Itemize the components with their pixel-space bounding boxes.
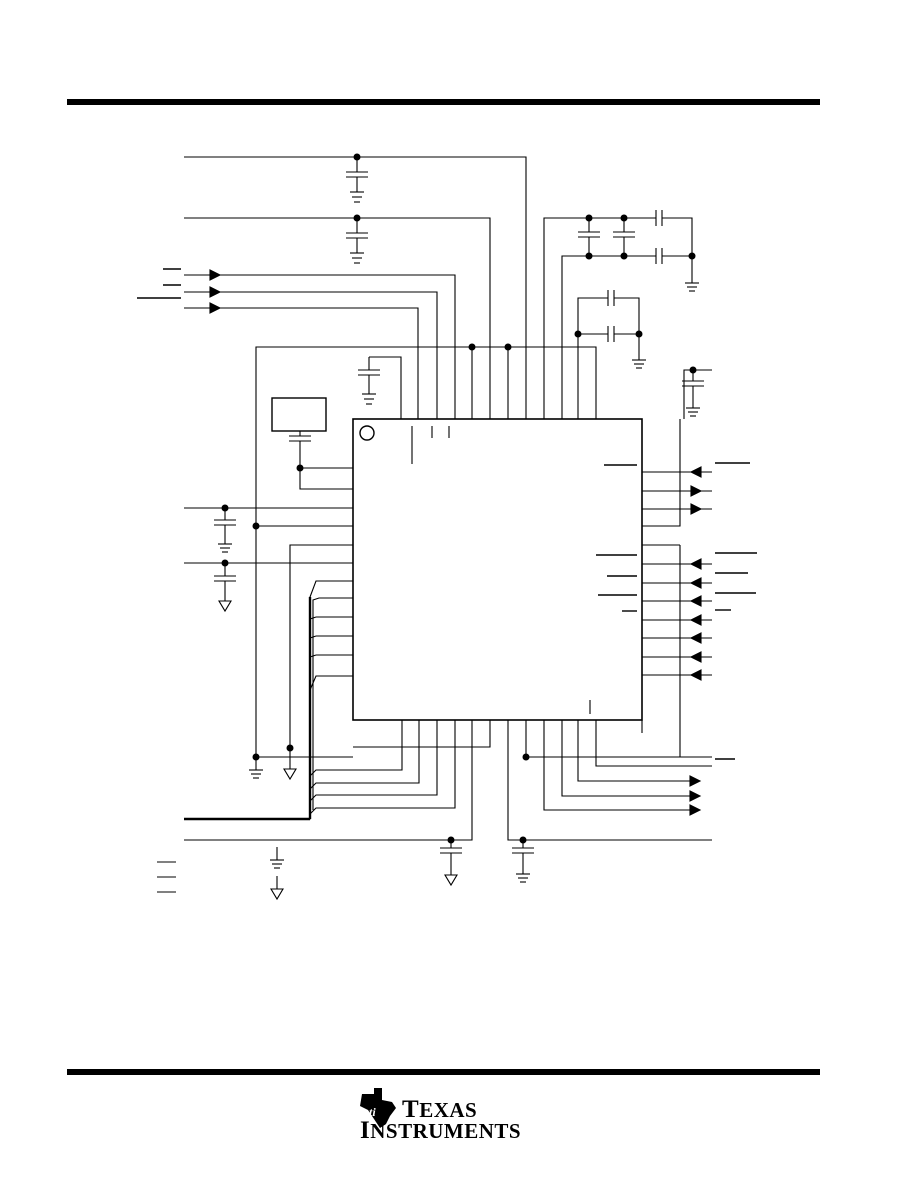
net-input-1 xyxy=(184,274,456,419)
ground-icon xyxy=(283,768,297,781)
footer-rule xyxy=(67,1069,820,1075)
arrow-icon xyxy=(689,804,702,816)
overbars xyxy=(137,268,757,760)
texas-state-ti-icon: ti xyxy=(360,1088,396,1128)
net-bus xyxy=(255,346,597,757)
crystal-box xyxy=(271,397,327,432)
svg-text:ti: ti xyxy=(369,1105,376,1119)
arrow-icon xyxy=(209,286,222,298)
arrow-icon xyxy=(689,790,702,802)
ic-package xyxy=(352,418,643,721)
pin1-marker xyxy=(359,425,375,441)
net-input-3 xyxy=(184,307,419,419)
net-top-2 xyxy=(184,217,491,419)
net-top-1 xyxy=(184,156,527,419)
brand-line-2: INSTRUMENTS xyxy=(360,1117,522,1144)
ground-icon xyxy=(218,600,232,613)
brand-line-1: TEXAS xyxy=(402,1096,478,1123)
junction-dots xyxy=(221,153,697,844)
arrow-icon xyxy=(209,302,222,314)
arrow-icon xyxy=(689,775,702,787)
arrow-icons-right xyxy=(689,466,703,681)
header-rule xyxy=(67,99,820,105)
arrow-icon xyxy=(209,269,222,281)
net-input-2 xyxy=(184,291,438,419)
